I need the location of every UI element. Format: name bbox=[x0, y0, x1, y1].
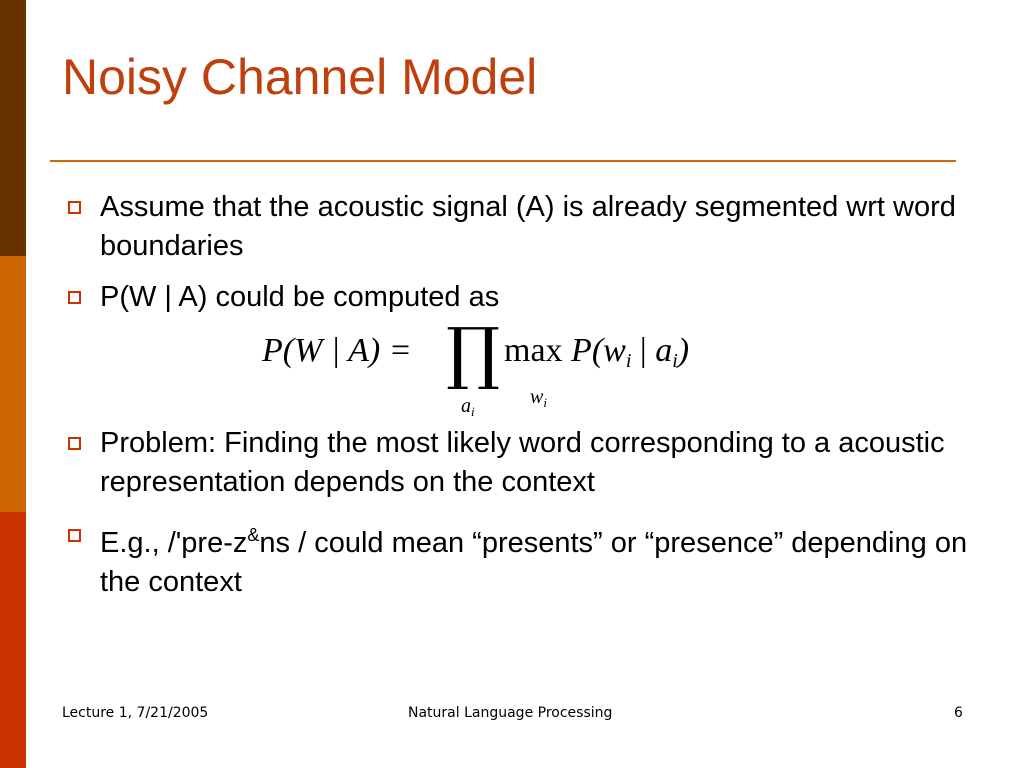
product-symbol-icon: ∏ bbox=[446, 314, 501, 393]
bullet-text-2: P(W | A) could be computed as bbox=[100, 281, 500, 313]
formula-rhs-close: ) bbox=[677, 332, 690, 369]
formula-rhs-bar: | bbox=[631, 332, 656, 369]
bullet-text-1: Assume that the acoustic signal (A) is a… bbox=[100, 191, 956, 262]
bullet-text-3: Problem: Finding the most likely word co… bbox=[100, 427, 945, 498]
side-bar-orange bbox=[0, 256, 26, 512]
formula-sub-i: i bbox=[672, 350, 678, 372]
formula-rhs-w: w bbox=[603, 332, 626, 369]
footer-course: Natural Language Processing bbox=[408, 705, 613, 721]
side-bar-dark bbox=[0, 0, 26, 256]
page-number: 6 bbox=[954, 705, 963, 721]
bullet-square-icon bbox=[68, 291, 81, 304]
max-limit: wi bbox=[530, 386, 547, 410]
formula-sub-i: i bbox=[625, 350, 632, 372]
bullet-square-icon bbox=[68, 437, 81, 450]
slide-title: Noisy Channel Model bbox=[62, 49, 538, 105]
formula-max: max bbox=[504, 332, 563, 369]
formula-rhs: max P(wi | ai) bbox=[504, 332, 689, 373]
title-divider bbox=[50, 160, 956, 162]
formula-rhs-p: P( bbox=[571, 332, 604, 369]
product-limit: ai bbox=[461, 395, 475, 419]
side-bar-red bbox=[0, 512, 26, 768]
formula-equation: P(W | A) = bbox=[262, 332, 412, 370]
formula-lhs: P(W | A) = bbox=[262, 332, 412, 369]
footer-lecture: Lecture 1, 7/21/2005 bbox=[62, 705, 209, 721]
bullet-square-icon bbox=[68, 529, 81, 542]
bullet-square-icon bbox=[68, 201, 81, 214]
bullet-text-4: E.g., /'pre-z&ns / could mean “presents”… bbox=[100, 525, 968, 598]
formula-rhs-a: a bbox=[655, 332, 673, 369]
